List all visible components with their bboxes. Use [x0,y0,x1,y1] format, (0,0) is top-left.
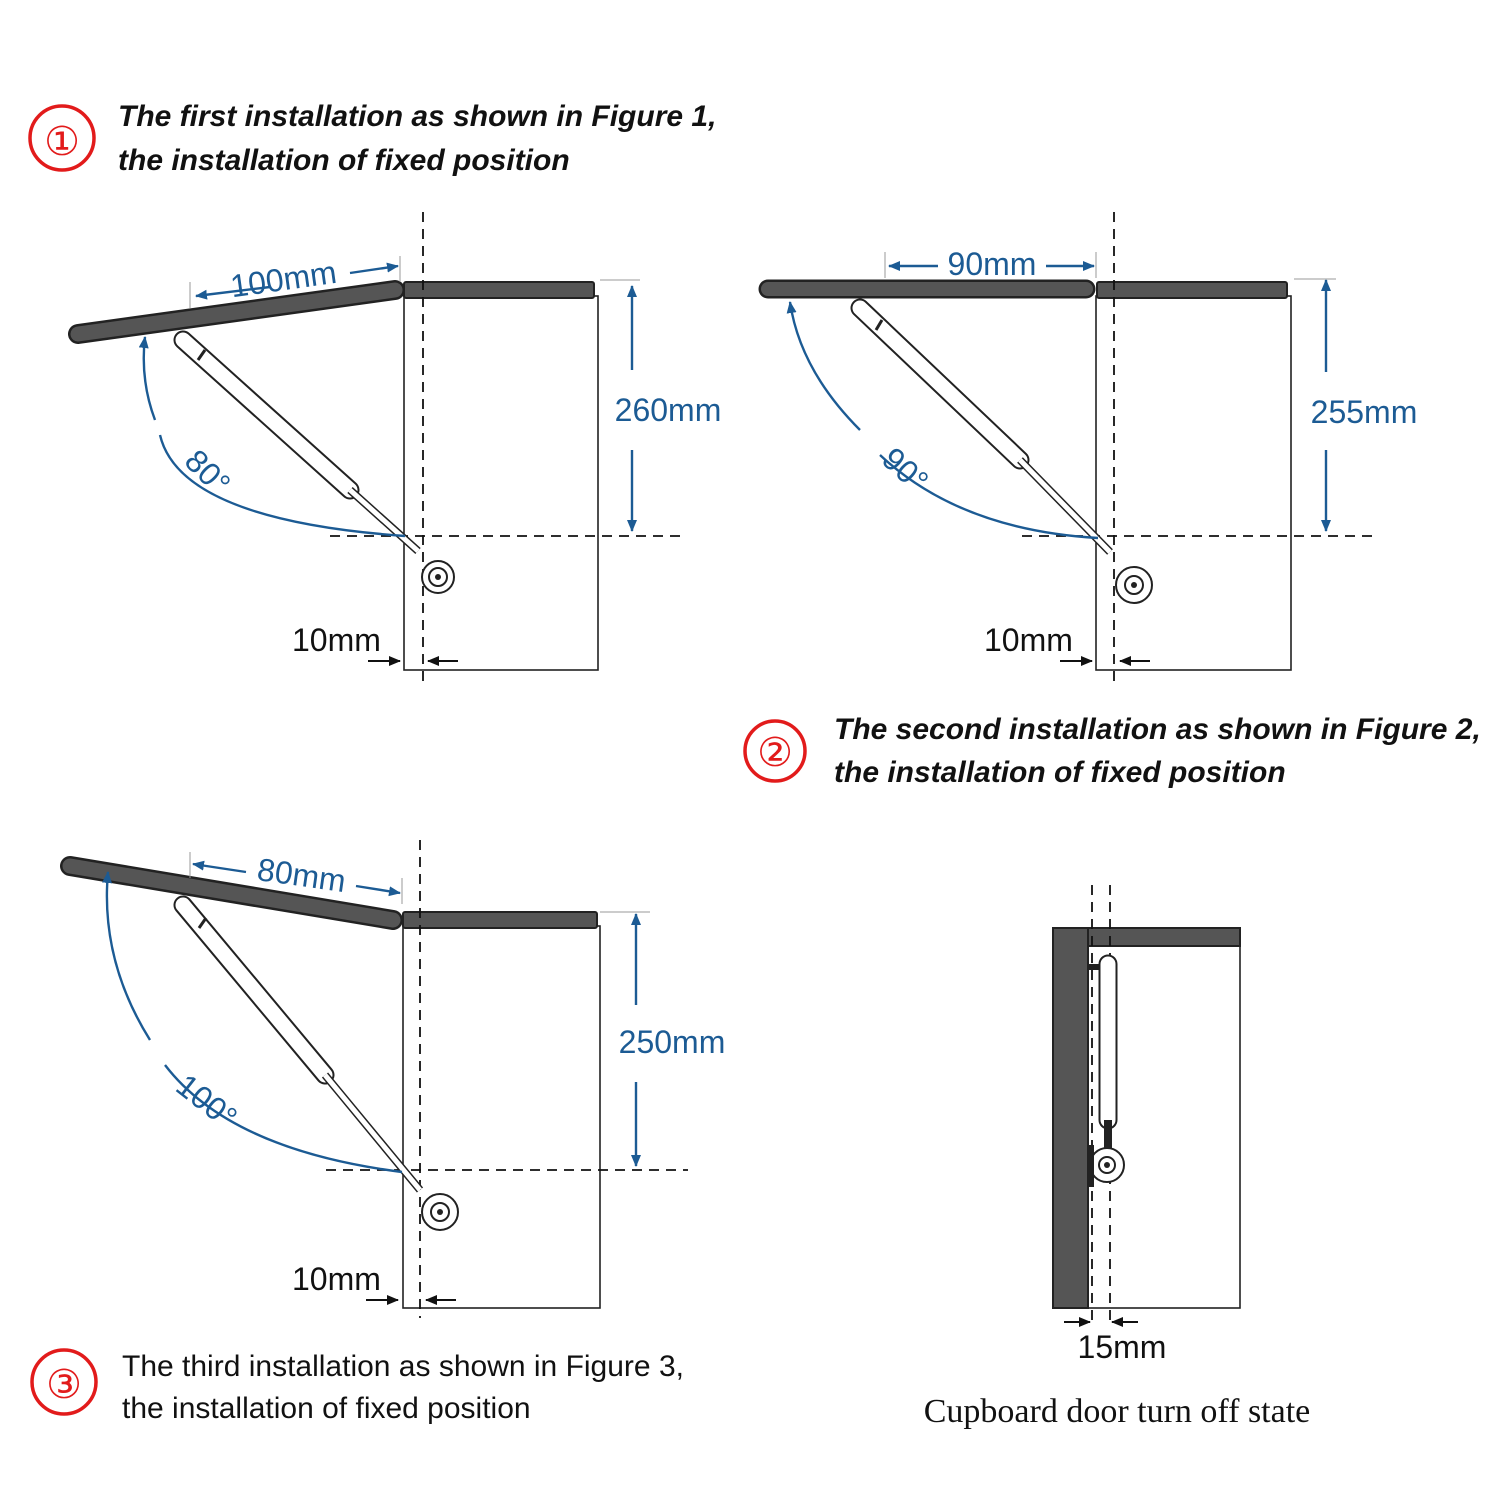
figure-1-width-arrow [195,285,271,300]
figure-3-cabinet [402,925,601,1309]
figure-1-top-panel [403,281,595,299]
step-1-marker-ring [28,104,96,172]
figure-4-closed-door [1052,927,1089,1309]
figure-1-caption-line1: The first installation as shown in Figur… [118,100,716,133]
figure-1-angle-arc [158,434,406,538]
figure-3-gas-strut [173,895,459,1231]
figure-3-angle-arc [164,1064,403,1174]
figure-3-offset: 10mm [292,1261,381,1297]
figure-4-offset: 15mm [1078,1329,1167,1365]
figure-2-caption-line2: the installation of fixed position [834,756,1286,789]
figure-1-height-dim: 260mm [615,392,722,428]
figure-3-width-arrow [192,860,247,874]
figure-2-height-dim: 255mm [1311,394,1418,430]
figure-1-cabinet [403,295,599,671]
figure-2-caption-line1: The second installation as shown in Figu… [834,713,1481,746]
figure-3-caption-line2: the installation of fixed position [122,1392,531,1425]
figure-3-top-panel [402,911,598,929]
figure-3: 80mm 250mm 100° 10mm ③ The third install… [30,840,726,1425]
figure-2-angle-arc [879,454,1099,540]
step-2-marker: ② [757,730,793,776]
figure-2-cabinet [1095,295,1292,671]
figure-1-offset: 10mm [292,622,381,658]
figure-2-width-dim: 90mm [948,246,1037,282]
step-3-marker: ③ [46,1362,82,1408]
step-1-marker: ① [44,119,80,165]
figure-2-offset: 10mm [984,622,1073,658]
figure-1-gas-strut [173,330,455,594]
figure-4-caption: Cupboard door turn off state [924,1393,1311,1430]
figure-4-gas-strut [1088,954,1125,1187]
figure-3-height-dim: 250mm [619,1024,726,1060]
figure-1: ① The first installation as shown in Fig… [28,100,722,682]
figure-2-top-panel [1096,281,1288,299]
figure-1-caption-line2: the installation of fixed position [118,144,570,177]
figure-2: 90mm 255mm 90° 10mm ② The second install… [743,212,1481,789]
figure-4: 15mm Cupboard door turn off state [924,885,1311,1430]
figure-1-angle: 80° [178,442,238,502]
figure-3-caption-line1: The third installation as shown in Figur… [122,1350,684,1383]
step-3-marker-ring [30,1348,98,1416]
figure-3-angle: 100° [170,1067,244,1136]
step-2-marker-ring [743,719,807,783]
